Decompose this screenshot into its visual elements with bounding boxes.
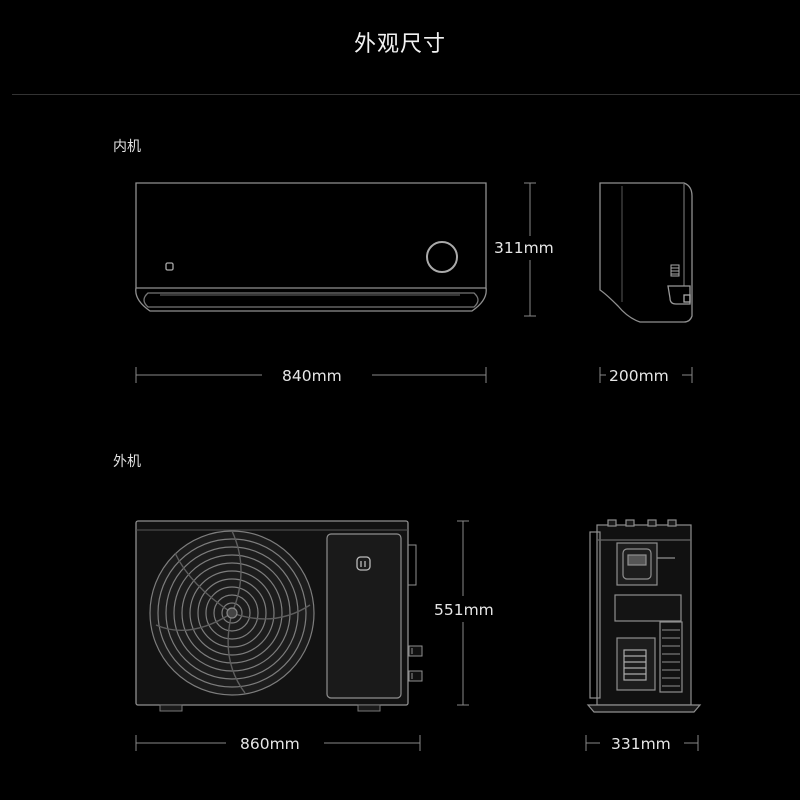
outdoor-height-dimension	[457, 520, 469, 706]
indoor-display-ring	[426, 241, 458, 273]
indoor-height-label: 311mm	[494, 239, 554, 257]
mi-logo-icon	[165, 262, 174, 271]
mi-logo-icon	[356, 556, 371, 571]
outdoor-section-label: 外机	[113, 454, 141, 470]
indoor-width-label: 840mm	[282, 367, 342, 385]
indoor-depth-dimension	[599, 367, 693, 383]
title-divider	[12, 94, 800, 95]
indoor-section-label: 内机	[113, 139, 141, 155]
outdoor-width-label: 860mm	[240, 735, 300, 753]
outdoor-unit-front	[135, 520, 423, 712]
page-title: 外观尺寸	[353, 32, 446, 57]
indoor-height-dimension	[524, 182, 536, 317]
outdoor-height-label: 551mm	[434, 601, 494, 619]
outdoor-unit-side	[586, 519, 702, 713]
indoor-depth-label: 200mm	[609, 367, 669, 385]
outdoor-width-dimension	[135, 735, 421, 751]
indoor-unit-side	[599, 182, 693, 323]
indoor-width-dimension	[135, 367, 487, 383]
indoor-unit-front	[135, 182, 487, 312]
outdoor-depth-dimension	[585, 735, 699, 751]
outdoor-right-panel	[326, 533, 402, 699]
fan-grille	[149, 530, 315, 696]
outdoor-depth-label: 331mm	[611, 735, 671, 753]
